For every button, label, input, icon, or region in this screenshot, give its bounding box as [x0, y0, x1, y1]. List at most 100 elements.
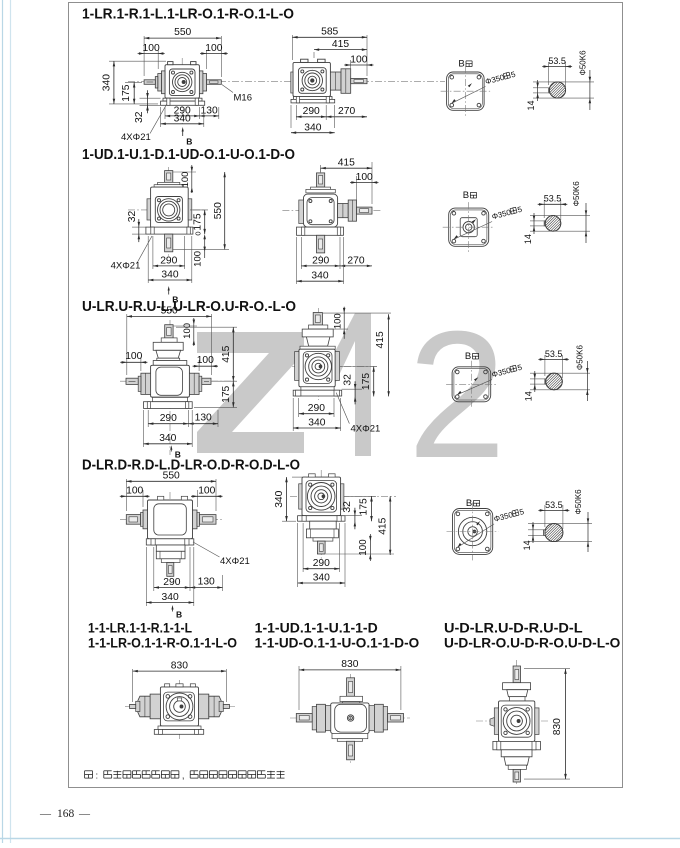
svg-text:Φ50K6: Φ50K6: [574, 489, 583, 515]
svg-text:290: 290: [312, 255, 329, 266]
svg-text:14: 14: [524, 391, 534, 401]
svg-text:5: 5: [518, 507, 525, 517]
svg-text:100: 100: [198, 486, 215, 497]
svg-text:100: 100: [182, 323, 193, 339]
svg-text:1-1-LR.1-1-R.1-1-L: 1-1-LR.1-1-R.1-1-L: [88, 621, 192, 636]
svg-text:130: 130: [198, 576, 215, 587]
svg-text:1-1-UD-O.1-1-U-O.1-1-D-O: 1-1-UD-O.1-1-U-O.1-1-D-O: [255, 636, 420, 651]
svg-text:14: 14: [526, 100, 536, 110]
svg-text:U-D-LR-O.U-D-R-O.U-D-L-O: U-D-LR-O.U-D-R-O.U-D-L-O: [444, 636, 620, 651]
svg-text:100: 100: [358, 539, 369, 556]
svg-text:B: B: [466, 498, 472, 509]
svg-text:340: 340: [102, 74, 113, 91]
svg-text:4XΦ21: 4XΦ21: [351, 423, 381, 434]
svg-text:415: 415: [332, 39, 349, 50]
svg-text:340: 340: [161, 270, 178, 281]
svg-text:415: 415: [378, 517, 389, 534]
svg-text:B: B: [186, 137, 192, 147]
svg-text:B: B: [172, 295, 178, 305]
svg-text:B: B: [463, 190, 469, 201]
svg-text:550: 550: [213, 202, 224, 219]
svg-text:32: 32: [134, 111, 145, 123]
svg-text:415: 415: [221, 345, 232, 362]
svg-text:53.5: 53.5: [544, 194, 562, 204]
svg-text:1-1-LR-O.1-1-R-O.1-1-L-O: 1-1-LR-O.1-1-R-O.1-1-L-O: [88, 636, 237, 651]
svg-text:M16: M16: [234, 93, 252, 104]
svg-text:270: 270: [338, 106, 355, 117]
svg-text:1-LR.1-R.1-L.1-LR-O.1-R-O.1-L-: 1-LR.1-R.1-L.1-LR-O.1-R-O.1-L-O: [82, 6, 294, 22]
svg-text:5: 5: [516, 363, 523, 373]
svg-text:1-UD.1-U.1-D.1-UD-O.1-U-O.1-D-: 1-UD.1-U.1-D.1-UD-O.1-U-O.1-D-O: [82, 147, 295, 163]
svg-text:B: B: [175, 450, 181, 460]
svg-text:5: 5: [510, 70, 517, 80]
svg-text:4XΦ21: 4XΦ21: [220, 556, 250, 567]
svg-text:585: 585: [321, 26, 338, 37]
svg-text:—: —: [78, 808, 91, 820]
svg-text:32: 32: [342, 501, 353, 513]
svg-text:100: 100: [143, 43, 160, 54]
svg-text:5: 5: [516, 205, 523, 215]
svg-text:4XΦ21: 4XΦ21: [121, 132, 151, 143]
svg-text:B: B: [176, 610, 182, 620]
svg-text:1-1-UD.1-1-U.1-1-D: 1-1-UD.1-1-U.1-1-D: [255, 621, 378, 636]
svg-text:100: 100: [193, 251, 204, 267]
svg-text:290: 290: [160, 255, 177, 266]
svg-text:100: 100: [126, 486, 143, 497]
svg-text:Φ50K6: Φ50K6: [572, 181, 581, 207]
svg-text::: :: [96, 770, 99, 781]
svg-text:—: —: [39, 808, 52, 820]
svg-text:290: 290: [163, 577, 180, 588]
svg-text:550: 550: [163, 471, 180, 482]
svg-text:Φ50K6: Φ50K6: [576, 345, 585, 371]
svg-text:290: 290: [313, 558, 330, 569]
svg-text:175: 175: [361, 373, 372, 390]
svg-text:53.5: 53.5: [545, 349, 563, 359]
svg-text:175: 175: [359, 498, 370, 515]
svg-text:830: 830: [171, 660, 188, 671]
svg-text:550: 550: [161, 306, 178, 317]
svg-text:B: B: [458, 59, 464, 70]
svg-text:D-LR.D-R.D-L.D-LR-O.D-R-O.D-L-: D-LR.D-R.D-L.D-LR-O.D-R-O.D-L-O: [82, 457, 300, 473]
svg-text:830: 830: [341, 659, 358, 670]
svg-text:340: 340: [313, 572, 330, 583]
svg-text:100: 100: [125, 351, 142, 362]
svg-text:175: 175: [221, 385, 232, 402]
svg-text:340: 340: [274, 490, 285, 507]
svg-text:2: 2: [408, 293, 507, 495]
svg-text:340: 340: [311, 271, 328, 282]
svg-text:14: 14: [523, 234, 533, 244]
svg-text:415: 415: [338, 158, 355, 169]
svg-text:340: 340: [162, 592, 179, 603]
svg-text:270: 270: [347, 255, 364, 266]
svg-text:100: 100: [180, 172, 191, 188]
svg-text:340: 340: [159, 433, 176, 444]
svg-text:290: 290: [160, 413, 177, 424]
svg-text:4XΦ21: 4XΦ21: [111, 261, 141, 272]
svg-text:415: 415: [375, 331, 386, 348]
svg-text:168: 168: [57, 808, 75, 820]
svg-text:B: B: [465, 351, 471, 362]
svg-text:100: 100: [356, 172, 373, 183]
svg-text:U-D-LR.U-D-R.U-D-L: U-D-LR.U-D-R.U-D-L: [444, 621, 583, 636]
svg-text:53.5: 53.5: [545, 500, 563, 510]
svg-text:830: 830: [552, 718, 563, 735]
svg-text:290: 290: [174, 106, 191, 117]
svg-text:0: 0: [194, 231, 203, 235]
svg-text:175: 175: [121, 84, 132, 101]
svg-text:Φ50K6: Φ50K6: [579, 50, 588, 76]
svg-text:U-LR.U-R.U-L.U-LR-O.U-R-O.-L-O: U-LR.U-R.U-L.U-LR-O.U-R-O.-L-O: [82, 299, 296, 315]
svg-text:,: ,: [182, 770, 185, 781]
svg-text:130: 130: [195, 413, 212, 424]
svg-text:100: 100: [350, 54, 367, 65]
svg-text:340: 340: [174, 114, 191, 125]
svg-text:100: 100: [197, 355, 214, 366]
svg-text:14: 14: [522, 540, 532, 550]
svg-text:550: 550: [174, 27, 191, 38]
svg-text:100: 100: [332, 313, 343, 329]
svg-text:130: 130: [201, 106, 218, 117]
svg-text:290: 290: [308, 403, 325, 414]
svg-text:32: 32: [127, 211, 138, 223]
svg-text:32: 32: [343, 374, 354, 386]
svg-text:340: 340: [308, 417, 325, 428]
svg-text:53.5: 53.5: [548, 56, 566, 66]
